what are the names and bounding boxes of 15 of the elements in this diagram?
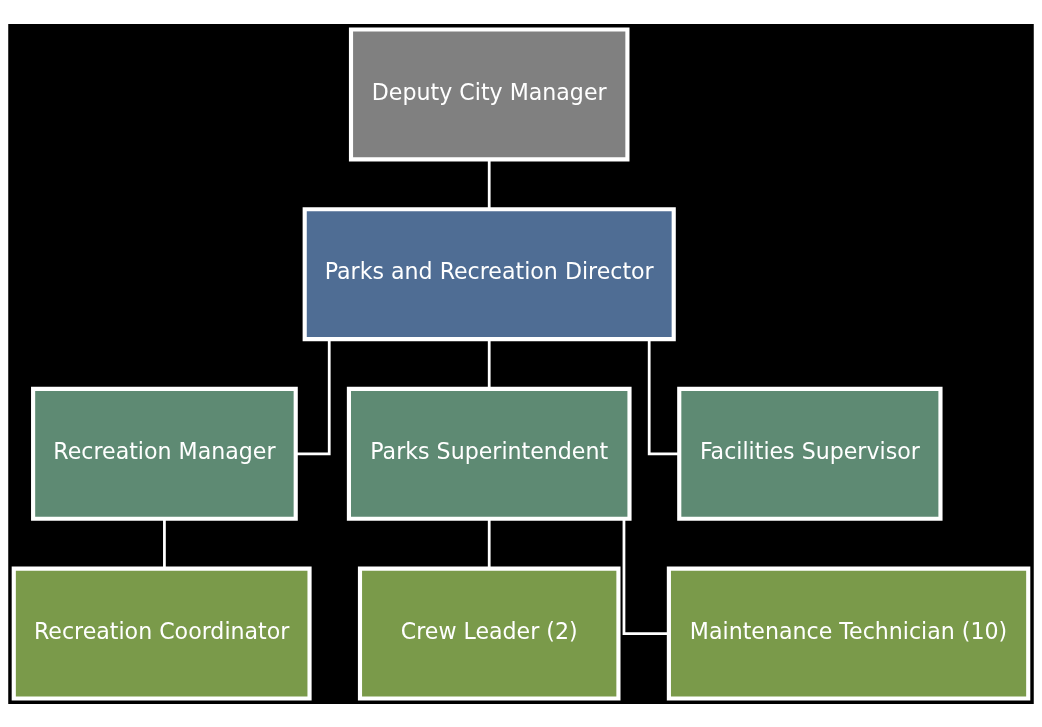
connector bbox=[163, 518, 166, 568]
connector bbox=[487, 159, 491, 209]
connector bbox=[487, 339, 491, 389]
connector bbox=[295, 339, 331, 455]
node-box: Crew Leader (2) bbox=[357, 565, 621, 701]
connector bbox=[647, 339, 680, 455]
node-box: Parks Superintendent bbox=[346, 386, 632, 521]
connector bbox=[622, 518, 669, 635]
node-box: Facilities Supervisor bbox=[677, 386, 943, 521]
node-box: Recreation Coordinator bbox=[11, 565, 312, 701]
node-box: Maintenance Technician (10) bbox=[666, 565, 1031, 701]
node-box: Parks and Recreation Director bbox=[302, 206, 676, 341]
node-box: Deputy City Manager bbox=[348, 26, 630, 162]
connector bbox=[487, 518, 491, 568]
node-box: Recreation Manager bbox=[31, 386, 298, 521]
